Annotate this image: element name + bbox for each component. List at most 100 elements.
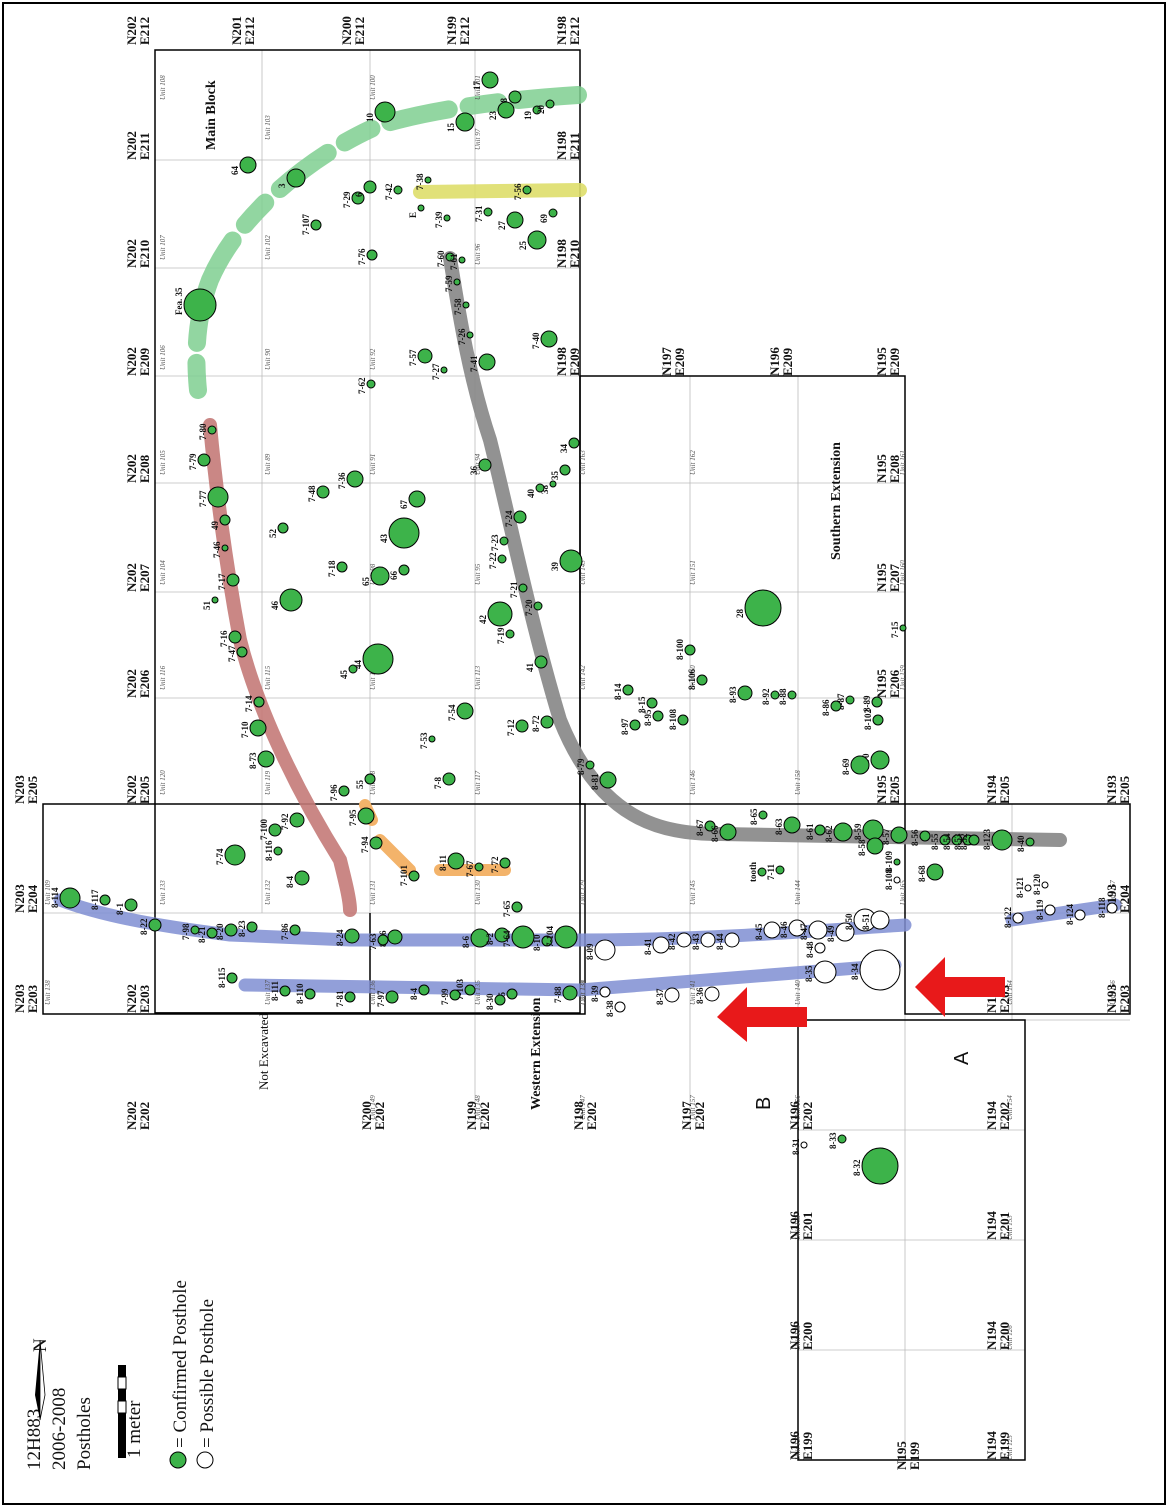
- possible-posthole: [1024, 884, 1032, 892]
- unit-label: Unit 132: [264, 880, 272, 905]
- confirmed-posthole: [286, 168, 306, 188]
- posthole-label: 8-34: [850, 963, 860, 980]
- grid-corner-label: N202E205: [124, 775, 152, 804]
- confirmed-posthole: [629, 719, 641, 731]
- posthole-label: 7-26: [457, 328, 467, 345]
- confirmed-posthole: [59, 887, 81, 909]
- confirmed-posthole: [418, 984, 430, 996]
- unit-label: Unit 117: [474, 770, 482, 795]
- posthole-label: 8-6: [461, 936, 471, 948]
- posthole-label: 7-39: [434, 211, 444, 228]
- confirmed-posthole: [499, 857, 511, 869]
- posthole-label: 8-79: [576, 758, 586, 775]
- confirmed-posthole: [968, 834, 980, 846]
- posthole-label: 28: [735, 609, 745, 619]
- grid-corner-label: N195E209: [874, 347, 902, 376]
- confirmed-posthole: [737, 685, 753, 701]
- posthole-label: 7-47: [227, 645, 237, 662]
- excavation-outlines: [42, 49, 1131, 1461]
- posthole-label: 8-57: [881, 828, 891, 845]
- grid-corner-label: N195E207: [874, 563, 902, 592]
- confirmed-posthole: [219, 514, 231, 526]
- posthole-label: 69: [539, 214, 549, 224]
- confirmed-posthole: [850, 755, 870, 775]
- unit-label: Unit 138: [44, 980, 52, 1005]
- posthole-label: 7-53: [419, 732, 429, 749]
- confirmed-posthole: [744, 589, 782, 627]
- grid-corner-label: N198E212: [554, 16, 582, 45]
- orange-band-2: [374, 834, 416, 876]
- posthole-label: 8-24: [335, 929, 345, 946]
- posthole-label: 8-15: [637, 696, 647, 713]
- possible-posthole: [1074, 909, 1086, 921]
- posthole-label: 34: [559, 444, 569, 454]
- confirmed-posthole: [351, 191, 365, 205]
- posthole-label: 49: [210, 521, 220, 531]
- confirmed-posthole: [568, 437, 580, 449]
- unit-label: Unit 113: [474, 665, 482, 690]
- confirmed-posthole: [532, 105, 542, 115]
- subject-title: Postholes: [74, 1397, 95, 1470]
- posthole-label: 7-41: [469, 355, 479, 372]
- confirmed-posthole: [506, 211, 524, 229]
- posthole-label: 52: [268, 529, 278, 539]
- confirmed-posthole: [830, 700, 842, 712]
- gray-band: [443, 251, 1067, 847]
- arrow-b-label: B: [753, 1097, 775, 1110]
- confirmed-posthole: [893, 858, 901, 866]
- unit-label: Unit 151: [689, 560, 697, 585]
- confirmed-posthole: [837, 1134, 847, 1144]
- confirmed-posthole: [487, 601, 513, 627]
- confirmed-posthole: [289, 924, 301, 936]
- grid-corner-label: N194E205: [984, 775, 1012, 804]
- posthole-label: 8-32: [852, 1159, 862, 1176]
- posthole-label: 27: [497, 221, 507, 231]
- posthole-label: Fea. 35: [174, 287, 184, 315]
- posthole-label: 8-118: [1097, 897, 1107, 918]
- posthole-label: 8-55: [930, 833, 940, 850]
- posthole-label: 8-123: [982, 829, 992, 850]
- legend-confirmed-symbol: [169, 1451, 187, 1469]
- confirmed-posthole: [357, 807, 375, 825]
- posthole-label: 7-56: [513, 183, 523, 200]
- unit-label: Unit 164: [1006, 980, 1014, 1005]
- unit-label: Unit 150: [689, 665, 697, 690]
- posthole-label: 8-42: [667, 933, 677, 950]
- posthole-label: 8-23: [237, 920, 247, 937]
- posthole-label: 36: [469, 466, 479, 476]
- posthole-label: 7-20: [524, 599, 534, 616]
- unit-label: Unit 108: [159, 75, 167, 100]
- possible-posthole: [800, 1141, 808, 1149]
- posthole-label: 8-108: [668, 709, 678, 730]
- unit-label: Unit 100: [369, 75, 377, 100]
- unit-label: Unit 145: [689, 880, 697, 905]
- unit-label: Unit 156: [794, 1095, 802, 1120]
- confirmed-posthole: [991, 829, 1013, 851]
- posthole-label: 23: [488, 111, 498, 121]
- posthole-label: tooth: [748, 862, 758, 882]
- posthole-label: 7-107: [301, 214, 311, 235]
- unit-label: Unit 126: [1006, 1325, 1014, 1350]
- unit-label: Unit 133: [159, 880, 167, 905]
- posthole-label: 67: [399, 500, 409, 510]
- unit-label: Unit 135: [474, 980, 482, 1005]
- confirmed-posthole: [861, 1147, 899, 1185]
- confirmed-posthole: [344, 991, 356, 1003]
- posthole-label: 7-27: [431, 363, 441, 380]
- arrow-a: A: [915, 957, 1005, 1065]
- confirmed-posthole: [540, 330, 558, 348]
- grid-corner-label: N203E203: [12, 984, 40, 1013]
- confirmed-posthole: [236, 646, 248, 658]
- unit-label: Unit 131: [369, 880, 377, 905]
- posthole-label: 8-53: [953, 833, 963, 850]
- confirmed-posthole: [279, 985, 291, 997]
- posthole-label: 8-116: [264, 840, 274, 861]
- posthole-label: 8-81: [590, 773, 600, 790]
- grid-corner-label: N194E202: [984, 1101, 1012, 1130]
- posthole-label: 8-86: [821, 699, 831, 716]
- confirmed-posthole: [366, 249, 378, 261]
- possible-posthole: [788, 919, 806, 937]
- posthole-label: 8-87: [836, 693, 846, 710]
- unit-label: Unit 125: [1006, 1435, 1014, 1460]
